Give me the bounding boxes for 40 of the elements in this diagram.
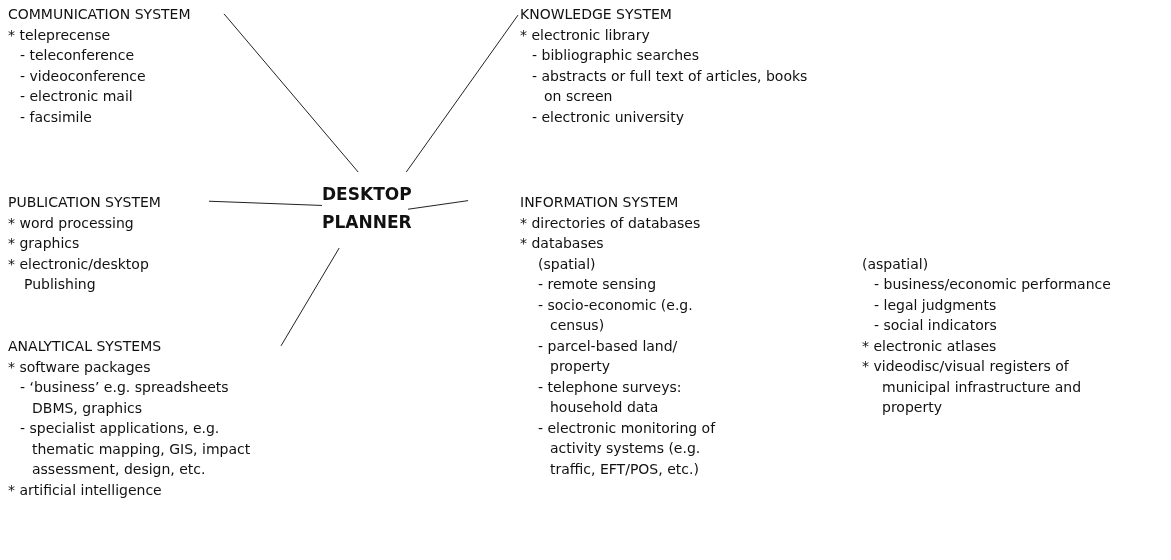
group-heading: ANALYTICAL SYSTEMS [8, 337, 162, 356]
list-item: - specialist applications, e.g. thematic mapping, GIS, impact assessment, design, etc. [20, 419, 252, 479]
connector-line [405, 14, 519, 173]
list-item: - socio-economic (e.g. census) [538, 295, 694, 335]
list-item: * videodisc/visual registers of municipal infrastructure and property [862, 357, 1082, 417]
list-item: * electronic library [520, 25, 651, 45]
list-item: * electronic atlases [862, 336, 998, 356]
list-item: * databases [520, 234, 605, 253]
group-heading: PUBLICATION SYSTEM [8, 193, 161, 212]
list-item: * electronic/desktop Publishing [8, 254, 150, 294]
list-item: (aspatial) [862, 254, 930, 274]
connector-line [208, 200, 323, 206]
list-item: - legal judgments [874, 295, 998, 315]
list-item: - bibliographic searches [532, 46, 700, 65]
list-item: - electronic university [532, 107, 685, 127]
list-item: - ‘business’ e.g. spreadsheets DBMS, graphics [20, 378, 230, 418]
group-heading: INFORMATION SYSTEM [520, 193, 679, 212]
connector-line [407, 200, 469, 210]
list-item: * teleprecense [8, 25, 112, 45]
list-item: - telephone surveys: household data [538, 377, 683, 417]
list-item: - teleconference [20, 46, 136, 65]
list-item: * word processing [8, 213, 135, 233]
list-item: * artificial intelligence [8, 480, 163, 500]
list-item: - parcel-based land/ property [538, 336, 679, 376]
list-item: - abstracts or full text of articles, books on screen [532, 66, 809, 106]
list-item: - facsimile [20, 107, 93, 127]
list-item: - business/economic performance [874, 275, 1112, 294]
group-heading: COMMUNICATION SYSTEM [8, 5, 191, 24]
list-item: - social indicators [874, 316, 998, 335]
list-item: - videoconference [20, 66, 147, 86]
group-heading: KNOWLEDGE SYSTEM [520, 5, 672, 24]
connector-line [223, 13, 359, 173]
connector-line [280, 247, 340, 347]
list-item: (spatial) [538, 254, 597, 274]
list-item: * graphics [8, 234, 81, 253]
list-item: - remote sensing [538, 275, 658, 294]
list-item: - electronic mail [20, 87, 134, 106]
list-item: * software packages [8, 357, 152, 377]
list-item: * directories of databases [520, 213, 702, 233]
list-item: - electronic monitoring of activity systems (e.g. traffic, EFT/POS, etc.) [538, 418, 717, 479]
